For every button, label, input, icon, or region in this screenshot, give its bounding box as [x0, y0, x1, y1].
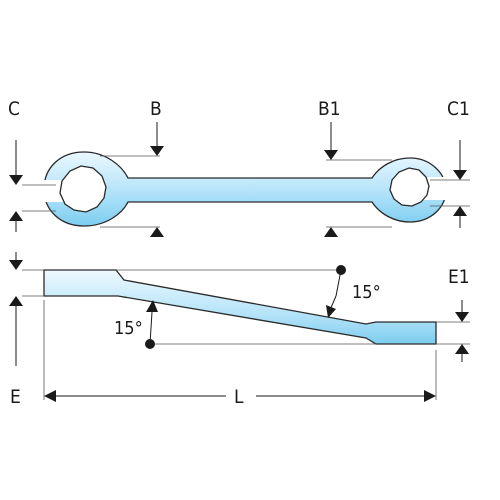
label-c: C	[8, 98, 20, 120]
angle-lower-15	[145, 300, 376, 349]
label-b: B	[150, 98, 162, 120]
wrench-top-view	[43, 151, 447, 227]
dimension-l	[43, 300, 437, 402]
label-angle-lower: 15°	[114, 318, 143, 339]
label-e: E	[10, 386, 21, 408]
dimension-e	[9, 252, 44, 366]
label-c1: C1	[447, 98, 470, 120]
label-e1: E1	[448, 266, 470, 288]
label-angle-upper: 15°	[352, 282, 381, 303]
dimension-b1	[324, 122, 392, 237]
label-b1: B1	[318, 98, 341, 120]
label-l: L	[234, 386, 244, 408]
wrench-top-body	[43, 151, 447, 227]
dimension-b	[100, 122, 164, 237]
dimension-c	[9, 140, 56, 232]
dimension-c1	[430, 140, 470, 228]
right-bore-outline	[389, 167, 430, 207]
angle-upper-15	[116, 265, 346, 318]
dimension-e1	[436, 300, 470, 362]
left-bore-outline	[59, 165, 107, 213]
